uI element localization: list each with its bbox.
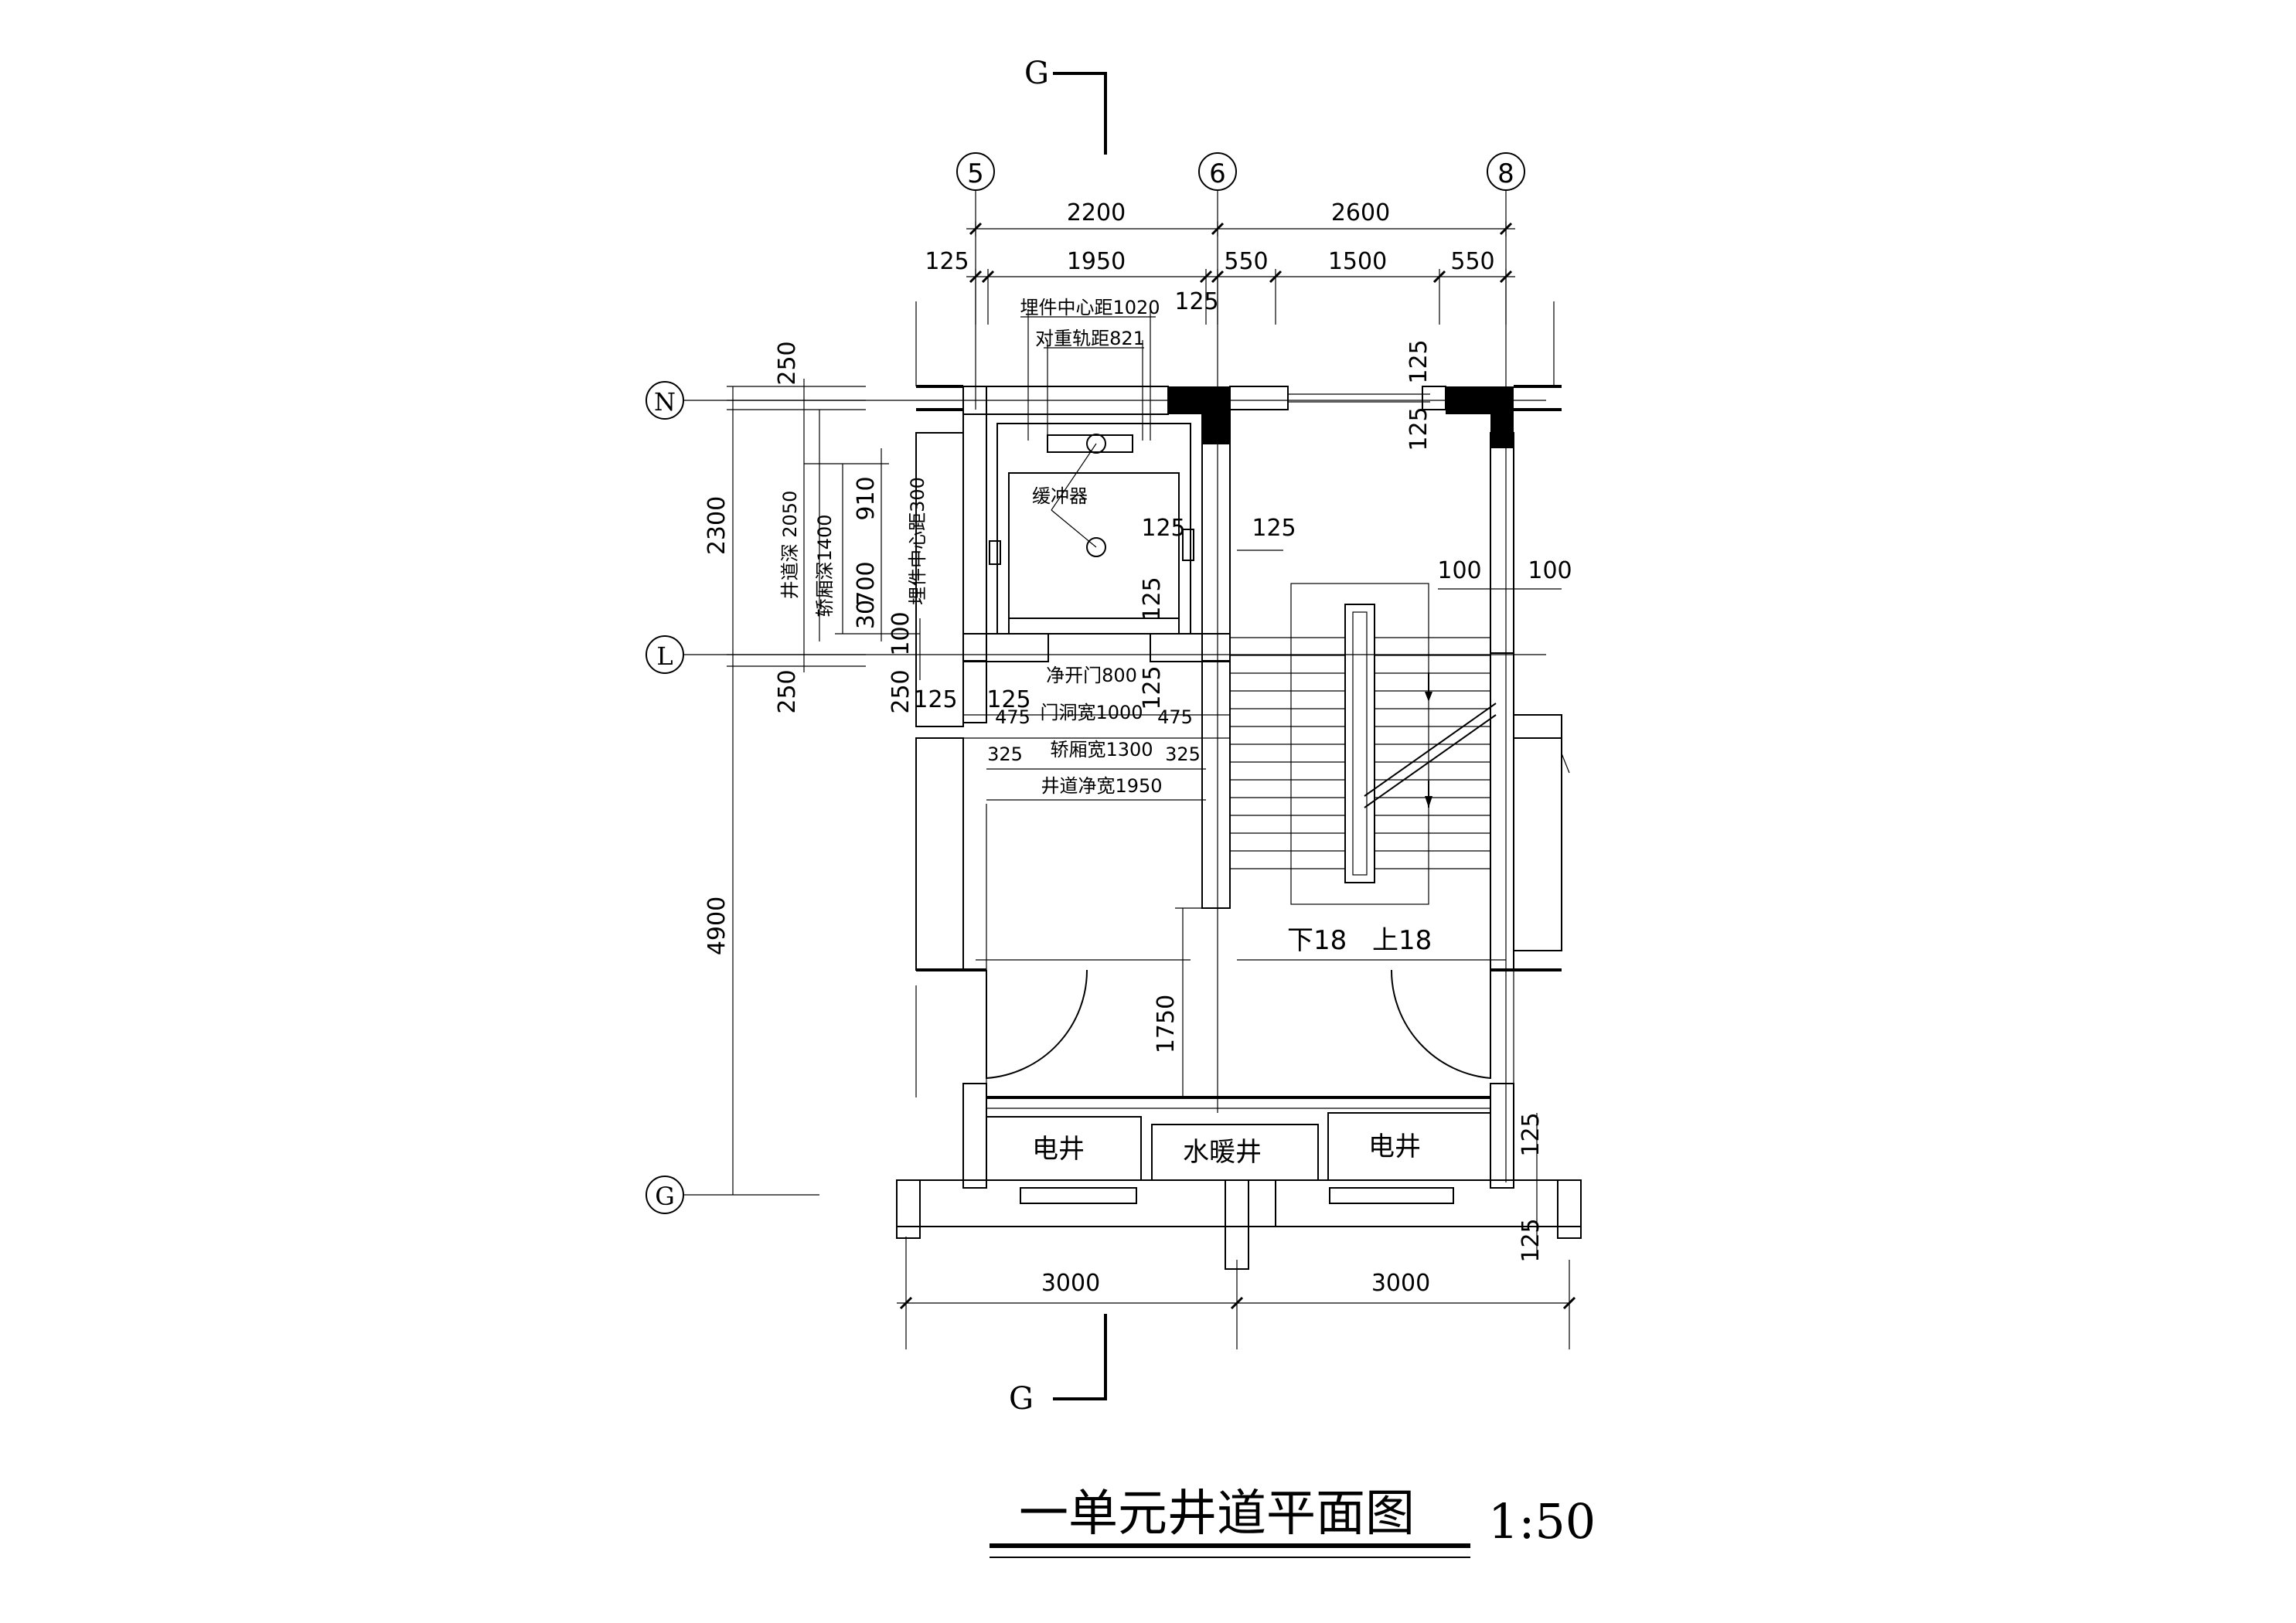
top-dimensions: 2200 2600 125 1950 550 1500 550 125 [925, 199, 1515, 325]
axis-bubble-L: L [646, 635, 684, 674]
svg-text:125: 125 [1518, 1218, 1545, 1262]
svg-text:1:50: 1:50 [1488, 1493, 1596, 1550]
axis-bubble-8: 8 [1487, 152, 1525, 191]
svg-text:轿厢深1400: 轿厢深1400 [814, 514, 836, 617]
svg-text:4900: 4900 [703, 897, 731, 955]
svg-text:125: 125 [1405, 339, 1432, 383]
right-small-dims: 125 125 125 125 125 100 100 [1139, 339, 1572, 621]
svg-text:125: 125 [925, 248, 969, 275]
room-water-heat: 水暖井 [1151, 1124, 1319, 1181]
svg-text:125: 125 [1518, 1112, 1545, 1156]
section-mark-top: G [1024, 56, 1107, 155]
doors [986, 969, 1491, 1080]
svg-text:净开门800: 净开门800 [1046, 665, 1137, 686]
svg-text:上18: 上18 [1372, 925, 1432, 956]
svg-text:轿厢宽1300: 轿厢宽1300 [1050, 739, 1153, 760]
svg-text:L: L [656, 641, 673, 671]
svg-text:125: 125 [986, 686, 1030, 713]
stair: 下18 上18 [1230, 583, 1497, 956]
bottom-dimensions: 3000 3000 [897, 1237, 1576, 1349]
svg-text:2200: 2200 [1067, 199, 1126, 226]
svg-text:550: 550 [1450, 248, 1494, 275]
svg-text:N: N [654, 387, 676, 417]
svg-text:100: 100 [1437, 557, 1481, 584]
svg-text:30: 30 [853, 600, 880, 629]
svg-text:电井: 电井 [1032, 1134, 1085, 1165]
axis-bubble-N: N [646, 381, 684, 420]
svg-text:8: 8 [1497, 158, 1514, 189]
svg-text:埋件中心距1020: 埋件中心距1020 [1020, 297, 1160, 318]
drawing-title: 一单元井道平面图 1:50 [990, 1485, 1596, 1558]
svg-text:125: 125 [1405, 407, 1432, 451]
svg-text:1750: 1750 [1153, 995, 1180, 1053]
svg-text:3000: 3000 [1371, 1270, 1430, 1297]
svg-text:125: 125 [913, 686, 957, 713]
svg-text:250: 250 [887, 669, 915, 713]
left-corridor-walls [915, 432, 987, 1097]
section-mark-bottom: G [1009, 1314, 1107, 1417]
svg-text:100: 100 [1528, 557, 1572, 584]
svg-text:G: G [655, 1182, 675, 1211]
dim-1750: 1750 [1153, 907, 1202, 1098]
svg-text:700: 700 [853, 561, 880, 605]
rail-dimensions: 埋件中心距1020 对重轨距821 [1020, 297, 1160, 441]
svg-text:缓冲器: 缓冲器 [1032, 485, 1088, 507]
svg-text:井道净宽1950: 井道净宽1950 [1041, 775, 1162, 797]
bottom-wall-band [896, 1083, 1582, 1270]
svg-text:910: 910 [853, 476, 880, 520]
axis-bubble-6: 6 [1198, 152, 1237, 191]
svg-text:下18: 下18 [1287, 925, 1347, 956]
svg-text:100: 100 [887, 611, 915, 655]
svg-text:水暖井: 水暖井 [1183, 1137, 1262, 1168]
svg-text:550: 550 [1224, 248, 1268, 275]
svg-text:325: 325 [1165, 743, 1201, 765]
axis-bubble-G: G [646, 1176, 684, 1214]
right-walls [1490, 652, 1570, 1097]
svg-text:475: 475 [995, 706, 1030, 728]
svg-text:G: G [1024, 56, 1049, 91]
svg-text:6: 6 [1209, 158, 1226, 189]
svg-text:1500: 1500 [1328, 248, 1387, 275]
room-elec-left: 电井 [986, 1116, 1142, 1181]
left-dimensions: 250 2300 250 4900 井道深 2050 轿厢深1400 910 7… [703, 341, 928, 1195]
shaft-walls [915, 301, 1562, 909]
right-g-dims: 125 125 [1518, 1112, 1545, 1262]
svg-text:2600: 2600 [1331, 199, 1390, 226]
svg-text:G: G [1009, 1381, 1034, 1417]
svg-text:125: 125 [1174, 288, 1218, 315]
svg-text:250: 250 [774, 669, 801, 713]
svg-text:125: 125 [1141, 515, 1185, 542]
svg-text:门洞宽1000: 门洞宽1000 [1040, 702, 1143, 723]
svg-text:电井: 电井 [1368, 1131, 1421, 1162]
axis-bubble-5: 5 [956, 152, 995, 191]
svg-text:一单元井道平面图: 一单元井道平面图 [1019, 1485, 1415, 1543]
svg-text:325: 325 [987, 743, 1023, 765]
svg-text:5: 5 [967, 158, 984, 189]
room-elec-right: 电井 [1327, 1112, 1491, 1181]
svg-text:125: 125 [1139, 665, 1166, 709]
svg-text:475: 475 [1157, 706, 1193, 728]
svg-text:2300: 2300 [703, 496, 731, 555]
svg-text:250: 250 [774, 341, 801, 385]
svg-text:井道深 2050: 井道深 2050 [779, 491, 801, 600]
elevator-car: 缓冲器 [989, 423, 1194, 635]
svg-text:埋件中心距300: 埋件中心距300 [907, 477, 928, 605]
svg-text:对重轨距821: 对重轨距821 [1035, 328, 1145, 349]
svg-text:125: 125 [1139, 577, 1166, 621]
door-dimensions: 净开门800 门洞宽1000 轿厢宽1300 井道净宽1950 475 475 … [913, 665, 1229, 801]
svg-text:1950: 1950 [1067, 248, 1126, 275]
svg-text:3000: 3000 [1041, 1270, 1100, 1297]
svg-text:125: 125 [1252, 515, 1296, 542]
